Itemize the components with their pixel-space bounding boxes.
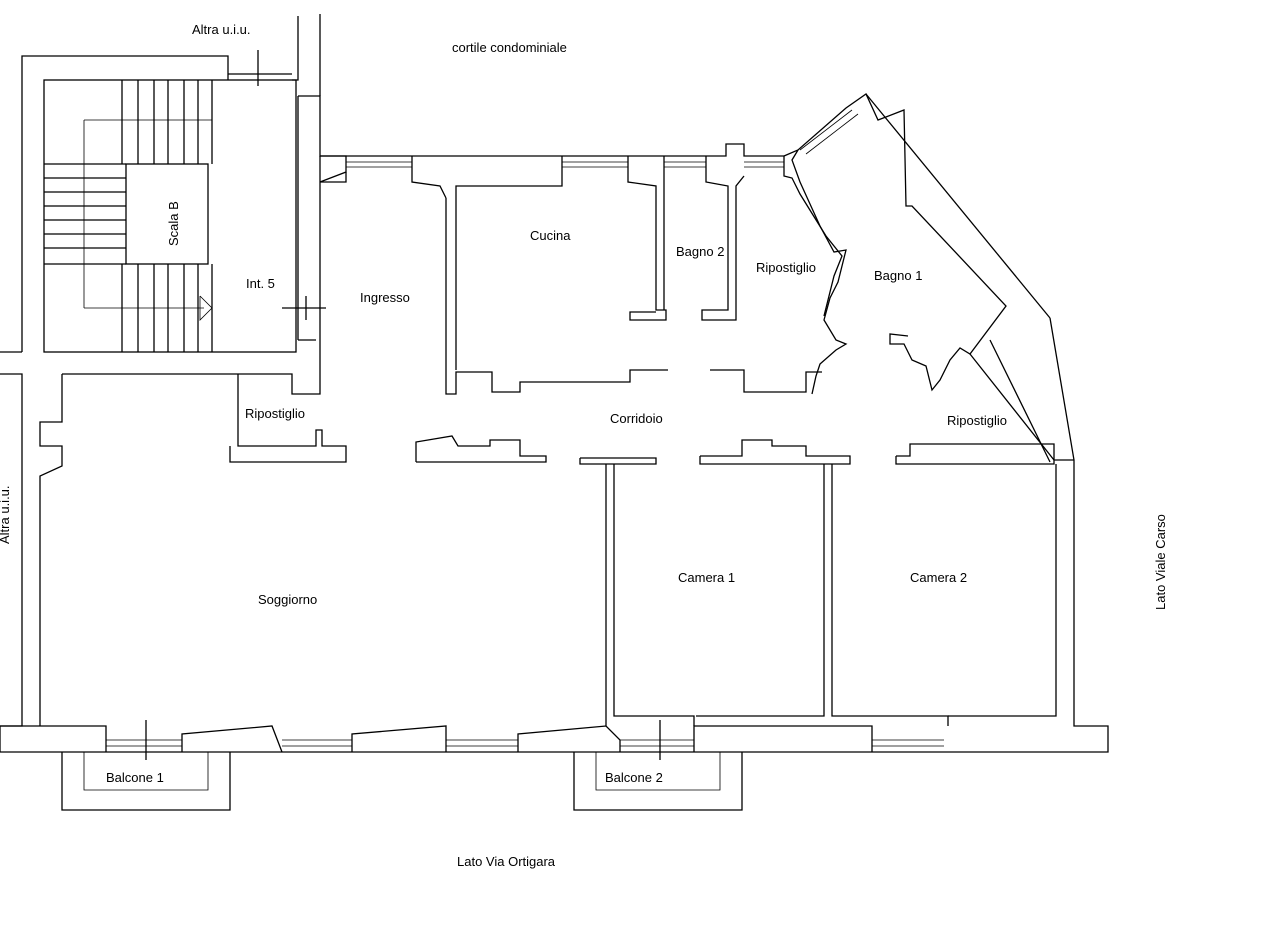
north-wall (298, 95, 346, 157)
label-lato-viale-carso: Lato Viale Carso (1153, 514, 1168, 610)
balcone-2-outline (573, 752, 743, 811)
label-altra-uiu-top: Altra u.i.u. (192, 22, 251, 37)
labels: Altra u.i.u. cortile condominiale Scala … (0, 22, 1168, 869)
label-bagno-2: Bagno 2 (676, 244, 724, 259)
stairwell (21, 50, 297, 353)
stair-left-wall (21, 55, 229, 352)
stair-core (125, 163, 209, 265)
label-ripostiglio-left: Ripostiglio (245, 406, 305, 421)
stair-outer-wall (43, 79, 297, 353)
balcone-1-outline (61, 752, 231, 811)
stair-steps (44, 80, 213, 352)
label-ripostiglio-right: Ripostiglio (947, 413, 1007, 428)
label-bagno-1: Bagno 1 (874, 268, 922, 283)
label-altra-uiu-left: Altra u.i.u. (0, 485, 12, 544)
label-soggiorno: Soggiorno (258, 592, 317, 607)
outer-walls (0, 93, 1109, 753)
neighbour-walls (0, 14, 321, 727)
label-balcone-1: Balcone 1 (106, 770, 164, 785)
balconies (61, 752, 743, 811)
label-camera-2: Camera 2 (910, 570, 967, 585)
label-balcone-2: Balcone 2 (605, 770, 663, 785)
label-lato-via-ortigara: Lato Via Ortigara (457, 854, 556, 869)
label-cortile: cortile condominiale (452, 40, 567, 55)
label-cucina: Cucina (530, 228, 571, 243)
stair-arrow (199, 295, 213, 321)
label-ingresso: Ingresso (360, 290, 410, 305)
label-corridoio: Corridoio (610, 411, 663, 426)
label-int-5: Int. 5 (246, 276, 275, 291)
label-camera-1: Camera 1 (678, 570, 735, 585)
interior-walls (0, 198, 1057, 760)
label-scala-b: Scala B (166, 201, 181, 246)
label-ripostiglio-top: Ripostiglio (756, 260, 816, 275)
